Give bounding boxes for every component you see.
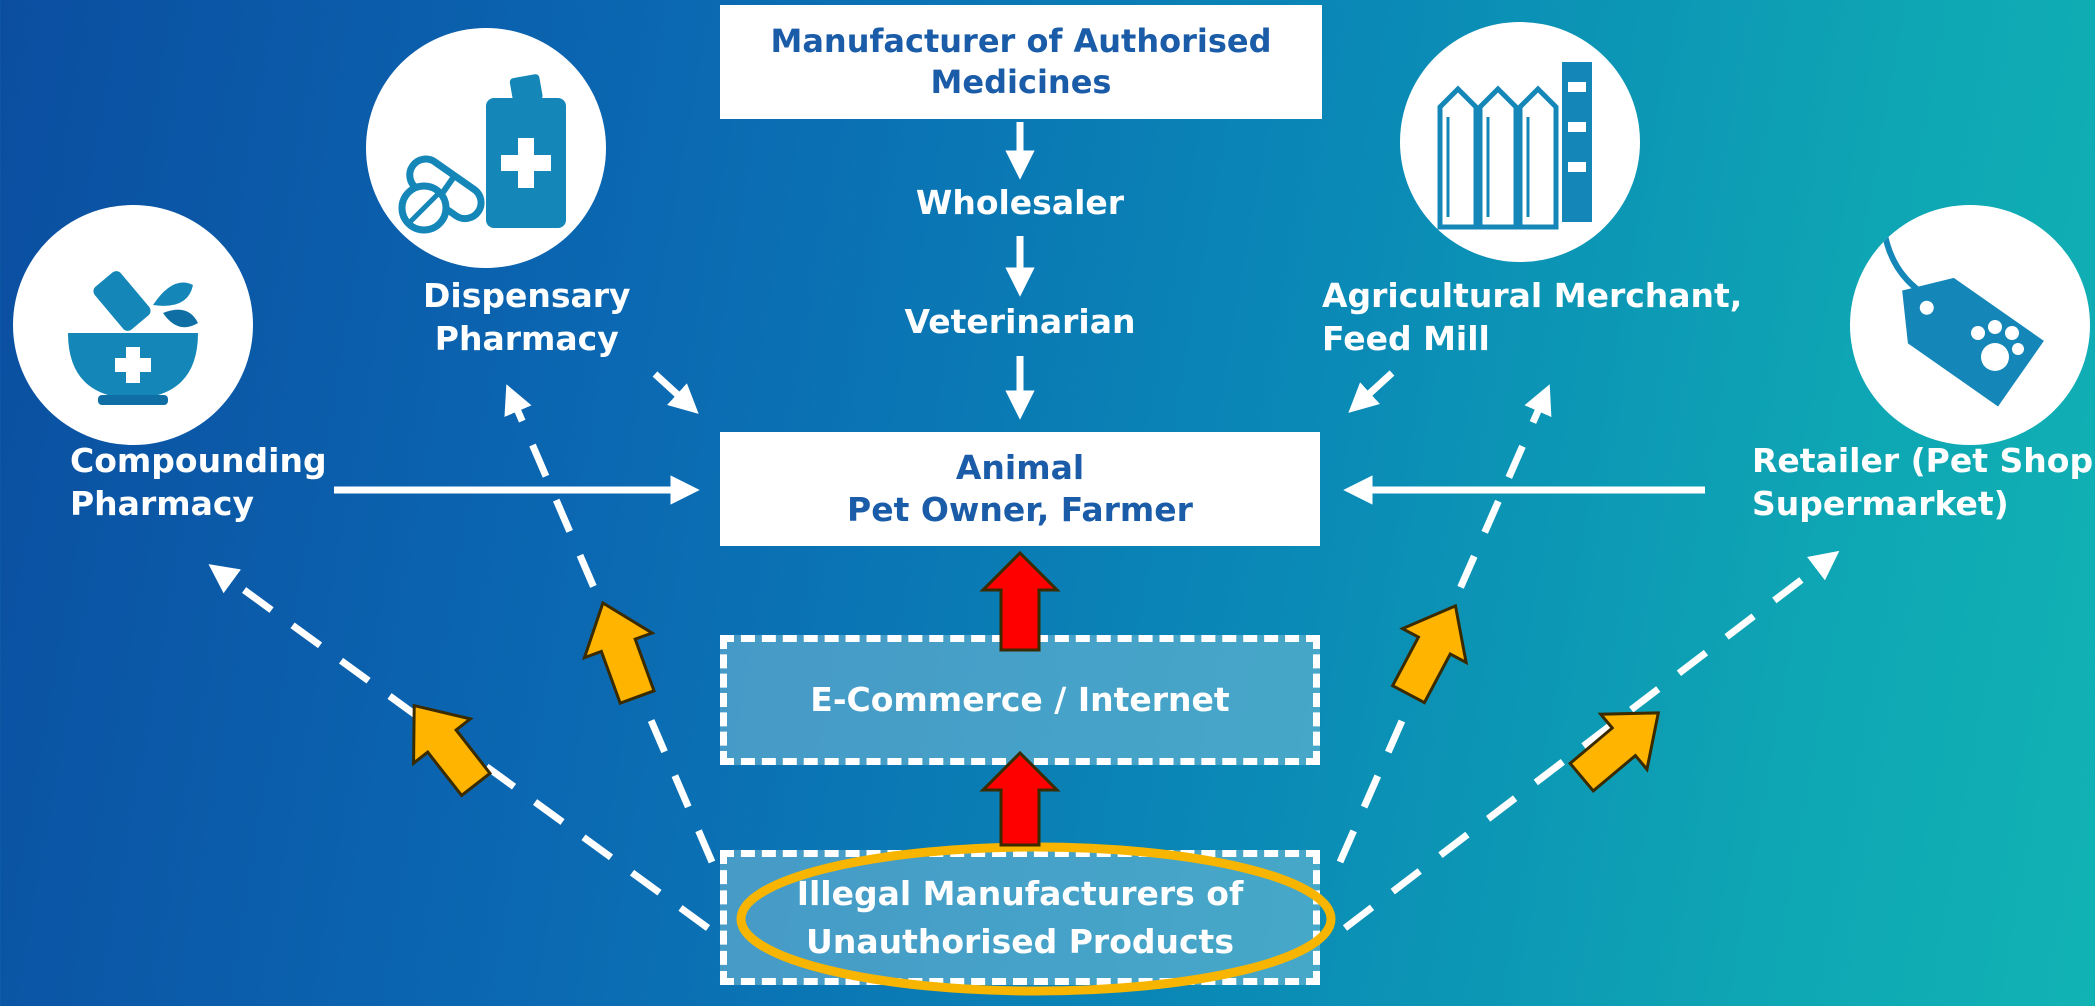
orange-arrow-compounding bbox=[412, 703, 493, 798]
pet-tag-icon bbox=[1882, 234, 2044, 407]
illegal-manufacturers-box: Illegal Manufacturers of Unauthorised Pr… bbox=[720, 850, 1320, 985]
retailer-label: Retailer (Pet Shop, Supermarket) bbox=[1752, 440, 2095, 526]
mortar-pestle-icon bbox=[68, 271, 198, 405]
wholesaler-label: Wholesaler bbox=[915, 183, 1125, 222]
compounding-label-line1: Compounding bbox=[70, 441, 327, 480]
dispensary-circle bbox=[366, 28, 606, 268]
illegal-label-line2: Unauthorised Products bbox=[806, 921, 1234, 961]
dashed-to-retailer bbox=[1342, 550, 1840, 931]
agricultural-label-line1: Agricultural Merchant, bbox=[1322, 276, 1743, 315]
feed-silo-icon bbox=[1437, 62, 1592, 230]
agricultural-circle bbox=[1400, 22, 1640, 262]
orange-arrow-agricultural bbox=[1390, 603, 1469, 705]
dispensary-label: Dispensary Pharmacy bbox=[423, 275, 631, 361]
retailer-label-line1: Retailer (Pet Shop, bbox=[1752, 441, 2095, 480]
pills-medicine-icon bbox=[398, 74, 566, 234]
compounding-label-line2: Pharmacy bbox=[70, 483, 254, 523]
manufacturer-label-line1: Manufacturer of Authorised bbox=[770, 22, 1272, 61]
highlight-ellipse bbox=[736, 842, 1336, 996]
agricultural-label-line2: Feed Mill bbox=[1322, 318, 1490, 358]
compounding-circle bbox=[13, 205, 253, 445]
animal-box: Animal Pet Owner, Farmer bbox=[720, 432, 1320, 546]
manufacturer-label-line2: Medicines bbox=[930, 63, 1112, 101]
retailer-circle bbox=[1850, 205, 2090, 445]
dispensary-label-line2: Pharmacy bbox=[434, 318, 619, 358]
red-arrow-lower bbox=[979, 750, 1061, 847]
orange-arrow-retailer bbox=[1568, 711, 1661, 794]
retailer-label-line2: Supermarket) bbox=[1752, 483, 2009, 523]
agricultural-label: Agricultural Merchant, Feed Mill bbox=[1322, 275, 1742, 361]
ecommerce-box: E-Commerce / Internet bbox=[720, 635, 1320, 765]
compounding-label: Compounding Pharmacy bbox=[70, 440, 327, 526]
red-arrow-upper bbox=[979, 550, 1061, 652]
arrow-dispensary-to-animal bbox=[652, 371, 699, 414]
manufacturer-box: Manufacturer of Authorised Medicines bbox=[720, 5, 1322, 119]
ecommerce-label: E-Commerce / Internet bbox=[810, 680, 1230, 720]
dispensary-label-line1: Dispensary bbox=[423, 276, 631, 315]
veterinarian-label: Veterinarian bbox=[904, 302, 1136, 341]
animal-label-line1: Animal bbox=[955, 447, 1085, 487]
animal-label-line2: Pet Owner, Farmer bbox=[847, 490, 1193, 529]
orange-arrow-dispensary bbox=[582, 600, 656, 706]
arrow-agricultural-to-animal bbox=[1348, 370, 1395, 413]
illegal-label-line1: Illegal Manufacturers of bbox=[796, 873, 1244, 913]
